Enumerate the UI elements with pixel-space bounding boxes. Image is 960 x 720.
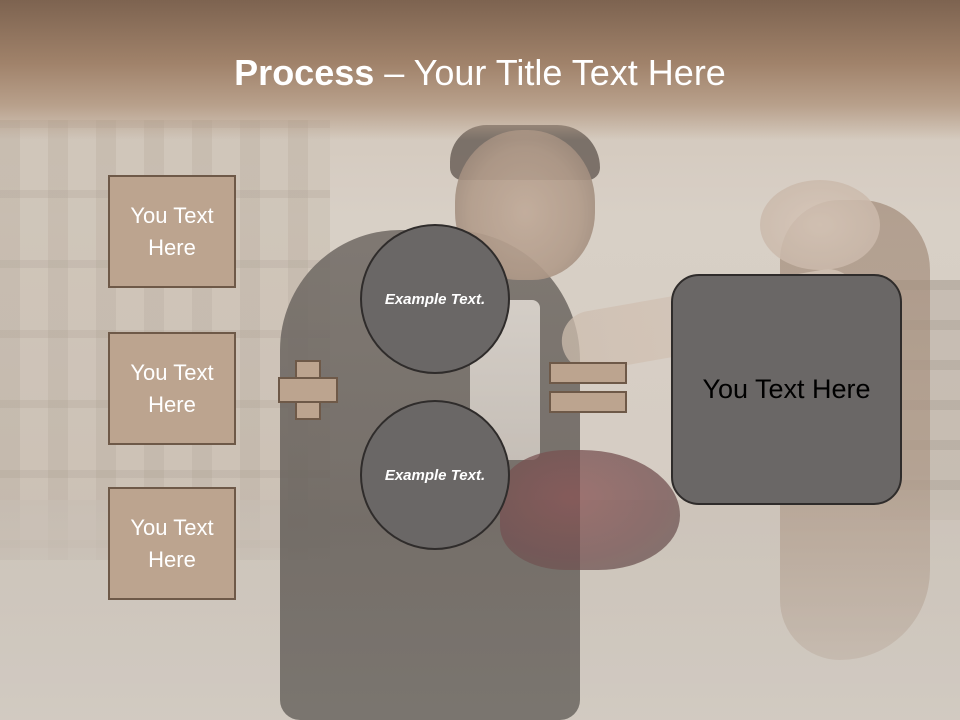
process-box-1: You Text Here: [108, 175, 236, 288]
example-circle-2: Example Text.: [360, 400, 510, 550]
equals-bottom-bar: [549, 391, 627, 413]
slide-title-bold: Process: [234, 52, 375, 93]
slide-title-rest: – Your Title Text Here: [374, 52, 726, 93]
example-circle-1: Example Text.: [360, 224, 510, 374]
photo-woman-face: [760, 180, 880, 270]
plus-center: [297, 379, 319, 401]
title-band: [0, 0, 960, 140]
result-box: You Text Here: [671, 274, 902, 505]
photo-red-dress: [500, 450, 680, 570]
equals-top-bar: [549, 362, 627, 384]
process-box-2: You Text Here: [108, 332, 236, 445]
process-box-3: You Text Here: [108, 487, 236, 600]
slide-title: Process – Your Title Text Here: [0, 52, 960, 94]
